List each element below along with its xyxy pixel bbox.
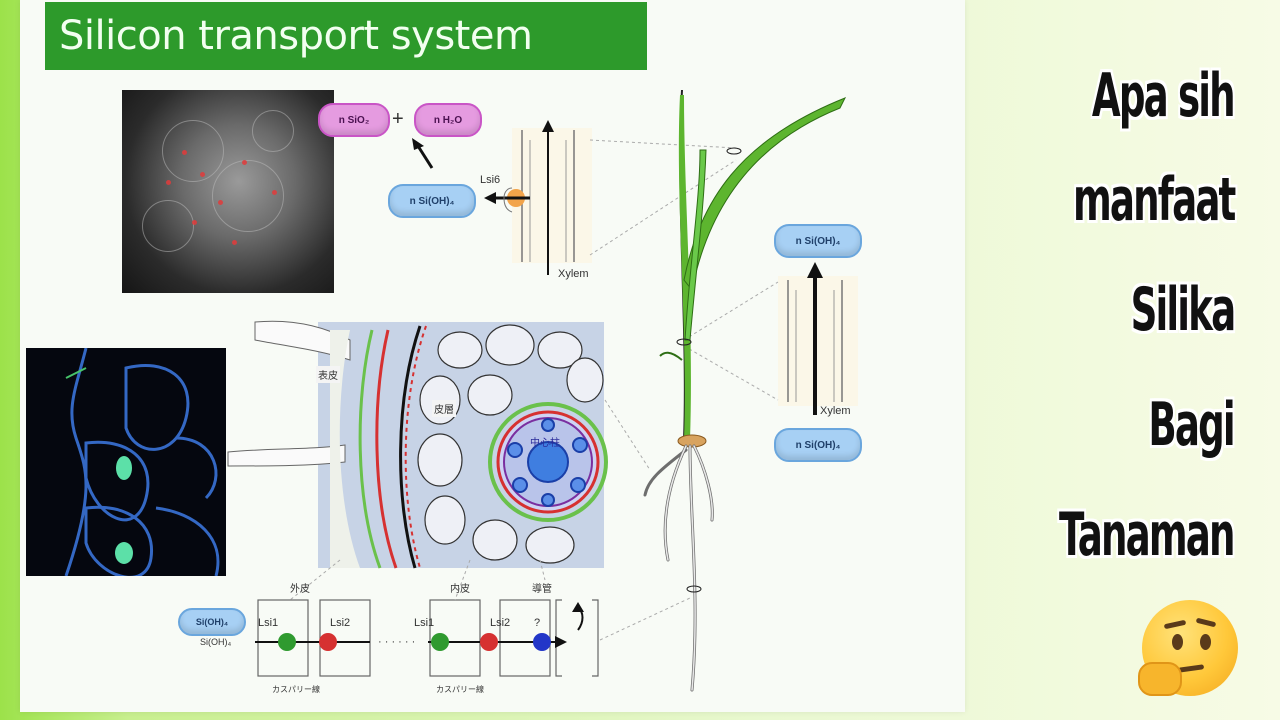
continuation-dots: · · · · · · (378, 636, 415, 648)
overlay-line-3: Silika (1130, 280, 1234, 340)
top-xylem-panel (484, 120, 592, 275)
sioh4-root-text: Si(OH)₄ (200, 637, 231, 647)
casparian-strip-label-a: カスパリー線 (272, 684, 320, 695)
overlay-line-5: Tanaman (1059, 505, 1234, 565)
vessel-label: 導管 (532, 580, 552, 595)
conversion-arrowhead (412, 138, 424, 150)
endodermis-label: 内皮 (450, 580, 470, 595)
unknown-transporter-label: ? (534, 617, 540, 629)
stele-label: 中心柱 (530, 434, 560, 449)
lsi2-label-b: Lsi2 (490, 617, 510, 629)
lsi1-transporter-a (278, 633, 296, 651)
overlay-line-1: Apa sih (1092, 66, 1234, 126)
lsi1-label-a: Lsi1 (258, 617, 278, 629)
unknown-transporter (533, 633, 551, 651)
lsi1-label-b: Lsi1 (414, 617, 434, 629)
lsi2-transporter-b (480, 633, 498, 651)
epidermis-label: 表皮 (316, 366, 340, 383)
casparian-strip-label-b: カスパリー線 (436, 684, 484, 695)
conversion-arrow (418, 146, 432, 168)
lsi1-transporter-b (431, 633, 449, 651)
exodermis-label: 外皮 (290, 580, 310, 595)
right-xylem-panel (778, 262, 858, 415)
overlay-line-4: Bagi (1149, 395, 1234, 455)
lsi2-transporter-a (319, 633, 337, 651)
sioh4-root-pill: Si(OH)₄ (178, 608, 246, 636)
cortex-label: 皮層 (432, 400, 456, 417)
thinking-face-icon (1142, 600, 1238, 696)
lsi2-label-a: Lsi2 (330, 617, 350, 629)
overlay-line-2: manfaat (1072, 170, 1234, 230)
